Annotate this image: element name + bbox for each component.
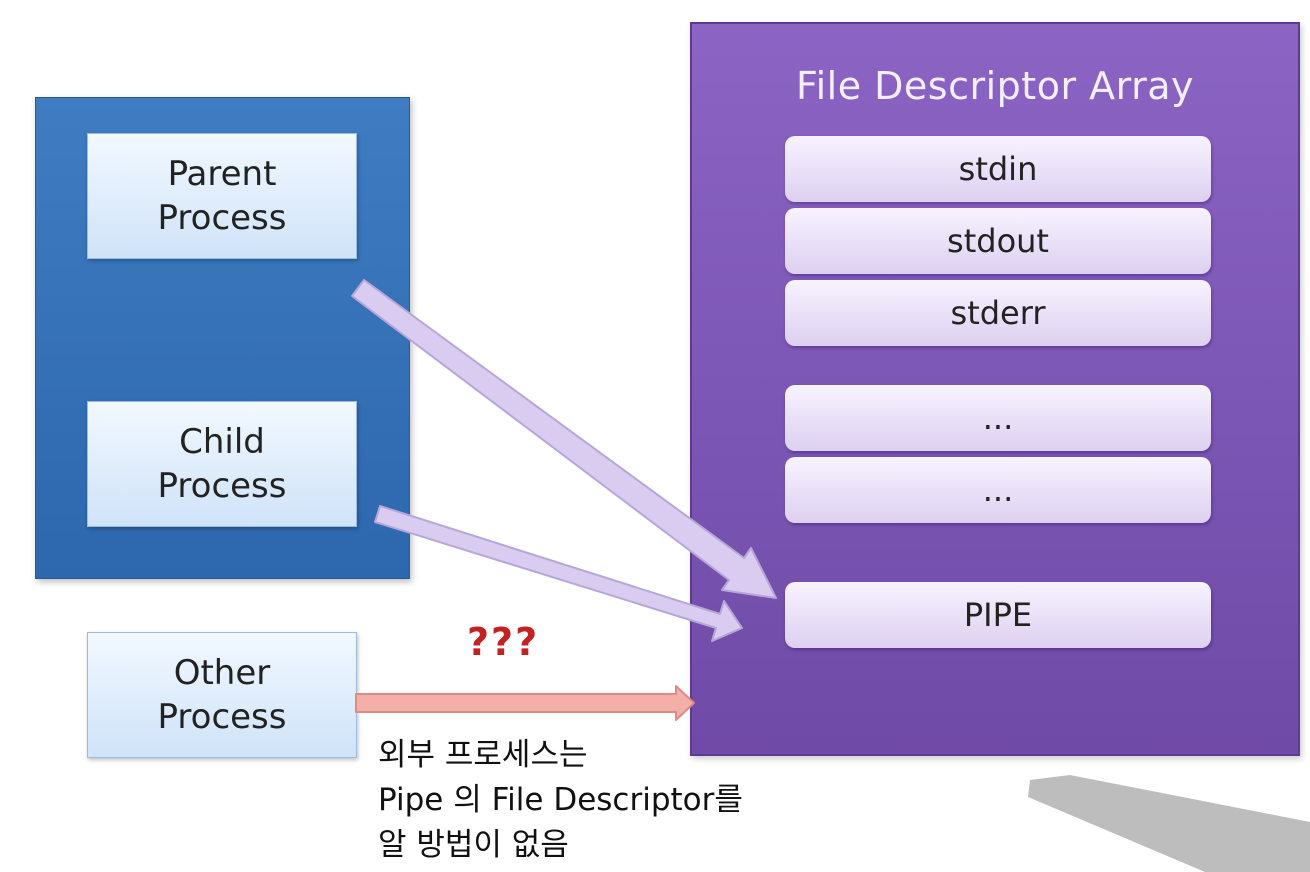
- fd-array-title: File Descriptor Array: [796, 64, 1194, 108]
- child-to-pipe-arrow: [374, 505, 743, 642]
- parent-process-box: Parent Process: [87, 133, 357, 259]
- other-to-panel-arrow: [355, 685, 695, 721]
- child-process-box: Child Process: [87, 401, 357, 527]
- caption-text: 외부 프로세스는 Pipe 의 File Descriptor를 알 방법이 없…: [378, 737, 743, 863]
- fd-slot-pipe: PIPE: [785, 582, 1211, 648]
- question-marks: ???: [467, 620, 540, 664]
- other-process-box: Other Process: [87, 632, 357, 758]
- fd-slot-stdin: stdin: [785, 136, 1211, 202]
- fd-array-panel: File Descriptor Array stdin stdout stder…: [690, 22, 1300, 756]
- fd-slot-ellipsis-1: ...: [785, 385, 1211, 451]
- fd-slot-stdout: stdout: [785, 208, 1211, 274]
- fd-slot-ellipsis-2: ...: [785, 457, 1211, 523]
- gray-corner-shape: [1028, 775, 1310, 872]
- fd-slot-stderr: stderr: [785, 280, 1211, 346]
- parent-to-pipe-arrow: [351, 279, 777, 599]
